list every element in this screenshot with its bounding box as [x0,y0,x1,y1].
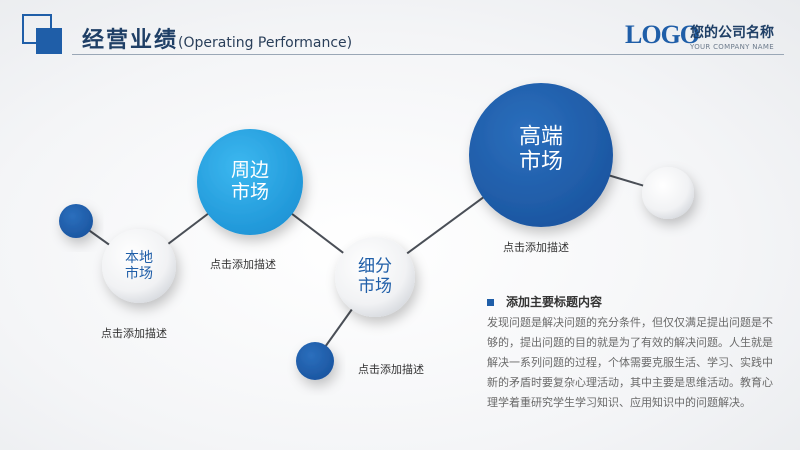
node-peripheral-circle[interactable] [197,129,303,235]
node-peripheral-desc[interactable]: 点击添加描述 [210,258,276,271]
node-peripheral-line2: 市场 [230,181,270,203]
node-local-line2: 市场 [125,266,153,282]
square-filled-icon [36,28,62,54]
company-sub: YOUR COMPANY NAME [690,43,774,51]
node-local-line1: 本地 [125,249,153,266]
node-segment-label: 细分 市场 [358,257,392,296]
accent-dot-bottom [296,342,334,380]
accent-dot-left [59,204,93,238]
title-en: (Operating Performance) [178,35,353,51]
node-segment-line2: 市场 [358,276,392,296]
company-block: 您的公司名称 YOUR COMPANY NAME [690,22,774,51]
node-highend-desc[interactable]: 点击添加描述 [503,241,569,254]
accent-dot-right [642,167,694,219]
node-segment-desc[interactable]: 点击添加描述 [358,363,424,376]
node-local-circle[interactable] [102,229,176,303]
node-peripheral-label: 周边 市场 [230,159,270,204]
company-name: 您的公司名称 [690,25,774,41]
node-segment-line1: 细分 [358,256,392,277]
content-body[interactable]: 发现问题是解决问题的充分条件，但仅仅满足提出问题是不够的，提出问题的目的就是为了… [487,316,773,409]
node-highend-circle[interactable] [469,83,613,227]
header-icon [22,14,66,58]
logo: LOGO [625,20,700,49]
title-cn: 经营业绩 [82,28,179,53]
content-heading-text: 添加主要标题内容 [506,295,603,309]
node-highend-label: 高端 市场 [519,125,563,176]
node-segment-circle[interactable] [335,237,415,317]
square-bullet-icon [487,299,494,306]
node-peripheral-line1: 周边 [230,159,270,182]
page-title: 经营业绩(Operating Performance) [82,22,352,54]
header-divider [72,54,784,55]
node-local-desc[interactable]: 点击添加描述 [101,327,167,340]
node-local-label: 本地 市场 [125,250,153,282]
content-heading[interactable]: 添加主要标题内容 [487,293,602,310]
node-highend-line1: 高端 [518,124,564,150]
node-highend-line2: 市场 [518,150,564,175]
